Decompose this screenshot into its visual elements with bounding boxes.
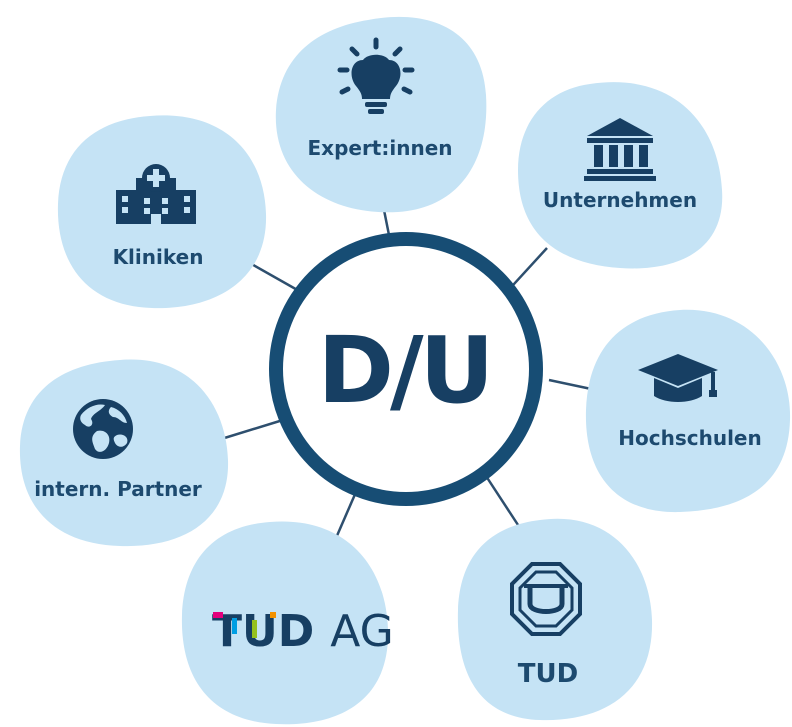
svg-text:TUD AG: TUD AG bbox=[212, 606, 394, 657]
label-experts: Expert:innen bbox=[308, 136, 453, 160]
connector-partners bbox=[217, 418, 284, 442]
node-partners: intern. Partner bbox=[19, 359, 229, 547]
node-universities: Hochschulen bbox=[585, 309, 791, 513]
tudag-logo: TUD AG bbox=[212, 606, 394, 657]
node-companies: Unternehmen bbox=[518, 82, 723, 269]
center-node: D/U bbox=[269, 232, 543, 506]
label-clinics: Kliniken bbox=[113, 245, 204, 269]
hospital-icon bbox=[116, 164, 196, 224]
node-tudag: TUD AG bbox=[181, 521, 394, 725]
connector-tudag bbox=[334, 491, 358, 539]
node-experts: Expert:innen bbox=[275, 16, 487, 213]
blob-experts bbox=[275, 16, 487, 213]
label-partners: intern. Partner bbox=[34, 477, 202, 501]
label-tud: TUD bbox=[518, 659, 578, 689]
tudag-logo-text-tud: TUD bbox=[212, 606, 314, 657]
globe-icon bbox=[73, 399, 133, 459]
blob-tudag bbox=[181, 521, 389, 725]
connector-lines bbox=[217, 204, 597, 539]
label-companies: Unternehmen bbox=[543, 188, 697, 212]
tud-seal-icon bbox=[510, 562, 582, 636]
graduation-cap-icon bbox=[638, 354, 718, 402]
node-clinics: Kliniken bbox=[57, 115, 267, 309]
tudag-logo-text-ag: AG bbox=[330, 606, 393, 657]
node-tud: TUD bbox=[457, 518, 653, 721]
connector-tud bbox=[484, 475, 522, 529]
center-label: D/U bbox=[318, 317, 491, 424]
blob-partners bbox=[19, 359, 229, 547]
center-ring bbox=[269, 232, 543, 506]
connector-universities bbox=[548, 378, 597, 392]
blob-universities bbox=[585, 309, 791, 513]
lightbulb-icon bbox=[337, 37, 415, 114]
institution-icon bbox=[584, 118, 656, 181]
label-universities: Hochschulen bbox=[618, 426, 761, 450]
blob-companies bbox=[518, 82, 723, 269]
blob-tud bbox=[457, 518, 653, 721]
